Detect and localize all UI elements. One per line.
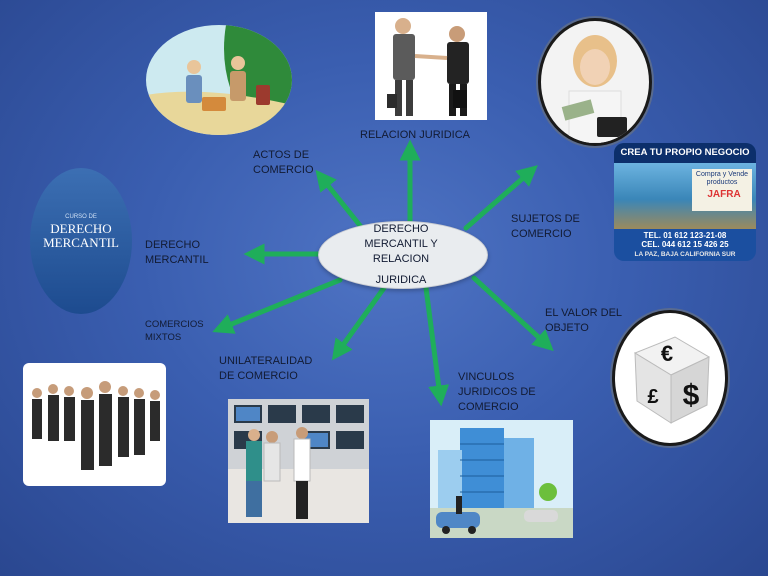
- svg-text:€: €: [661, 341, 673, 366]
- label-vinculos-juridicos: VINCULOS JURIDICOS DE COMERCIO: [458, 371, 536, 413]
- label-unilateralidad: UNILATERALIDAD DE COMERCIO: [219, 355, 313, 382]
- arrow-valor: [471, 275, 554, 352]
- trade-cartoon-image: [146, 25, 292, 135]
- label-derecho-mercantil: DERECHO MERCANTIL: [145, 239, 209, 266]
- arrow-vinculos: [423, 285, 450, 407]
- arrow-actos: [315, 169, 365, 231]
- arrow-comercios: [212, 277, 343, 334]
- arrow-sujetos: [463, 165, 538, 231]
- label-valor-del-objeto: EL VALOR DEL OBJETO: [545, 307, 623, 334]
- svg-text:£: £: [647, 386, 658, 408]
- label-relacion-juridica: RELACION JURIDICA: [360, 129, 471, 141]
- jafra-brand: JAFRA: [707, 189, 741, 200]
- business-team-image: [23, 363, 166, 486]
- label-sujetos-de-comercio: SUJETOS DE COMERCIO: [511, 213, 580, 240]
- currency-dice-image: € $ £: [612, 310, 728, 446]
- electronics-store-image: [228, 399, 369, 523]
- book-subtitle: CURSO DE: [65, 214, 97, 220]
- jafra-tagline: Compra y Vende productos: [692, 169, 752, 211]
- center-node: [318, 221, 488, 289]
- jafra-footer: LA PAZ, BAJA CALIFORNIA SUR: [634, 251, 736, 258]
- building-car-image: [430, 420, 573, 538]
- book-title: DERECHO MERCANTIL: [43, 221, 119, 250]
- jafra-headline: CREA TU PROPIO NEGOCIO: [614, 143, 756, 163]
- jafra-flyer-image: CREA TU PROPIO NEGOCIO Compra y Vende pr…: [614, 143, 756, 261]
- svg-text:$: $: [683, 379, 700, 412]
- label-actos-de-comercio: ACTOS DE COMERCIO: [253, 149, 314, 176]
- book-cover-image: CURSO DE DERECHO MERCANTIL: [30, 168, 132, 314]
- handshake-image: [375, 12, 487, 120]
- woman-money-image: [538, 18, 652, 146]
- center-title: DERECHO MERCANTIL Y RELACION: [364, 223, 438, 265]
- jafra-phone: TEL. 01 612 123-21-08 CEL. 044 612 15 42…: [641, 231, 729, 249]
- label-comercios-mixtos: COMERCIOS MIXTOS: [145, 319, 204, 343]
- center-title-juridica: JURIDICA: [375, 274, 427, 286]
- arrow-unilateralidad: [331, 285, 387, 361]
